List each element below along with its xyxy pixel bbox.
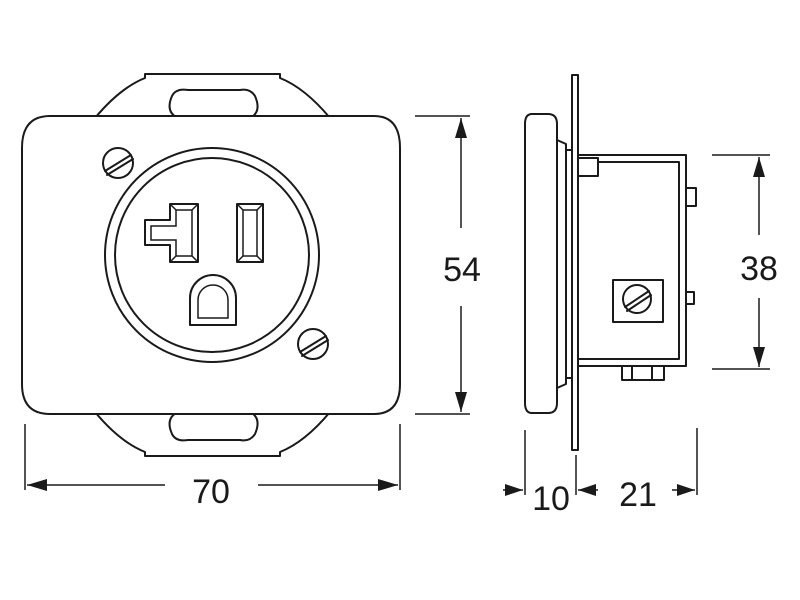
neutral-t-slot bbox=[144, 203, 199, 263]
mounting-frame-bottom bbox=[94, 411, 331, 457]
frame-slot-top bbox=[168, 88, 259, 119]
side-cover-step bbox=[556, 139, 567, 389]
bottom-clamp bbox=[621, 365, 665, 381]
dimension-width bbox=[24, 424, 401, 491]
dimension-height-label: 54 bbox=[443, 251, 481, 289]
mounting-frame-top bbox=[94, 73, 331, 119]
top-connector bbox=[577, 157, 599, 177]
dimension-depth-front-label: 10 bbox=[532, 480, 570, 518]
screw-top-left bbox=[102, 147, 134, 179]
dimension-height bbox=[415, 115, 470, 415]
socket-outer-ring bbox=[104, 147, 320, 363]
dimension-depth bbox=[503, 428, 698, 496]
live-slot bbox=[236, 203, 264, 263]
side-cover-profile bbox=[524, 113, 558, 414]
frame-slot-bottom bbox=[168, 411, 259, 442]
side-clip-top bbox=[685, 187, 697, 207]
dimension-insert-height-label: 38 bbox=[740, 250, 778, 288]
socket-inner-ring bbox=[114, 157, 310, 353]
dimension-depth-body-label: 21 bbox=[619, 476, 657, 514]
side-view: 38 10 21 bbox=[503, 74, 778, 518]
front-view: 70 54 bbox=[21, 73, 481, 511]
dimension-width-label: 70 bbox=[192, 473, 230, 511]
side-clip-mid bbox=[685, 291, 695, 305]
insert-body bbox=[577, 154, 687, 367]
earth-slot bbox=[189, 274, 237, 326]
screw-bottom-right bbox=[297, 328, 329, 360]
dimension-insert-height bbox=[712, 154, 770, 370]
terminal-screw bbox=[622, 284, 652, 314]
